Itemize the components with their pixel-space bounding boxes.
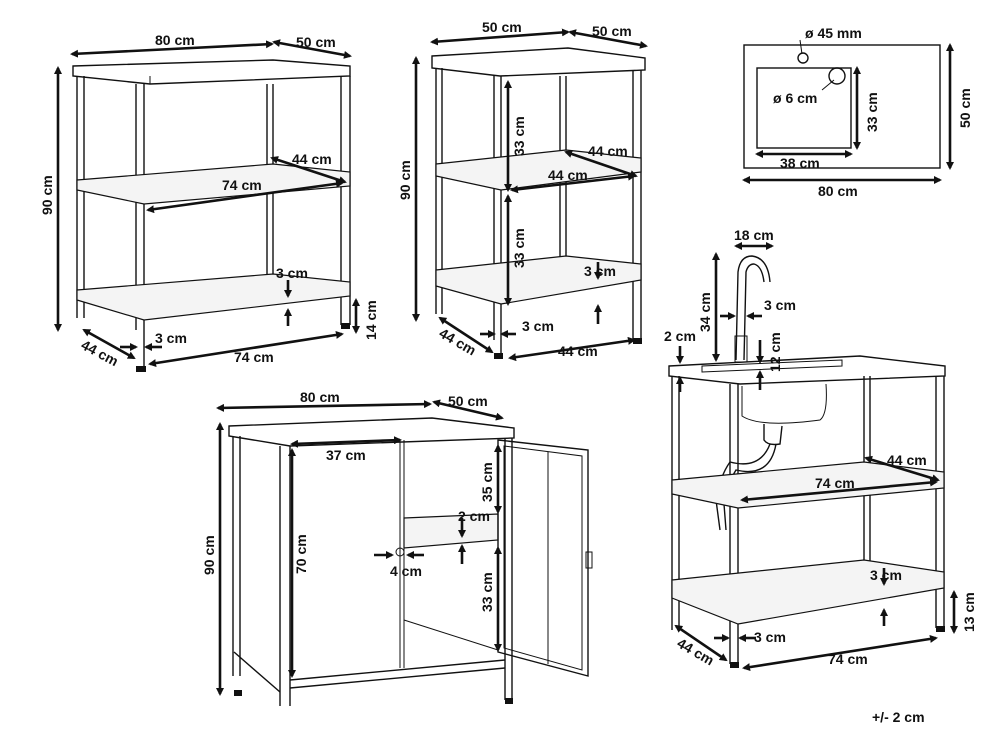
shelf-3tier-inner-width-label: 74 cm [222,177,262,193]
sink-unit-faucet-base-label: 3 cm [764,297,796,313]
cabinet-shelf-thickness-label: 2 cm [458,508,490,524]
cabinet-inner-height-label: 70 cm [293,534,309,574]
sink-unit-frame-label: 3 cm [754,629,786,645]
sink-top-width-label: 80 cm [818,183,858,199]
sink-top-hole-label: ø 45 mm [805,25,862,41]
sink-unit-faucet-height-label: 34 cm [697,292,713,332]
shelf-3tier-width-label: 80 cm [155,32,195,48]
shelf-3tier-bottom-width-label: 74 cm [234,349,274,365]
sink-top-view-dimensions: ø 45 mm ø 6 cm 33 cm 50 cm 38 cm 80 cm [742,25,973,199]
cabinet-hinge-label: 4 cm [390,563,422,579]
shelf-narrow-depth-label: 50 cm [592,23,632,39]
cabinet-lower-gap-label: 33 cm [479,572,495,612]
shelf-narrow-width-label: 50 cm [482,19,522,35]
shelf-3tier-foot-label: 14 cm [363,300,379,340]
shelf-3tier-side-label: 44 cm [79,337,122,370]
shelf-narrow-dimensions: 50 cm 50 cm 90 cm 33 cm 33 cm 44 cm 44 c… [397,19,648,362]
cabinet-dimensions: 80 cm 50 cm 90 cm 37 cm 70 cm 35 cm 2 cm… [201,389,504,696]
shelf-narrow-inner-width-label: 44 cm [548,167,588,183]
cabinet-drawing [228,417,593,706]
sink-unit-basin-label: 12 cm [767,332,783,372]
sink-top-view-drawing [743,39,941,169]
sink-unit-inner-depth-label: 44 cm [887,452,927,468]
shelf-3tier-dimensions: 80 cm 50 cm 90 cm 44 cm 74 cm 3 cm 14 cm… [39,32,379,369]
shelf-3tier-height-label: 90 cm [39,175,55,215]
shelf-narrow-bottom-width-label: 44 cm [558,343,598,359]
sink-unit-shelf-thickness-label: 3 cm [870,567,902,583]
tolerance-note: +/- 2 cm [872,709,925,725]
shelf-3tier-drawing [72,59,351,372]
sink-top-depth-label: 50 cm [957,88,973,128]
sink-top-basin-width-label: 38 cm [780,155,820,171]
sink-top-basin-depth-label: 33 cm [864,92,880,132]
cabinet-door-width-label: 37 cm [326,447,366,463]
shelf-narrow-upper-gap-label: 33 cm [511,116,527,156]
sink-unit-foot-label: 13 cm [961,592,977,632]
shelf-narrow-inner-depth-label: 44 cm [588,143,628,159]
shelf-narrow-frame-label: 3 cm [522,318,554,334]
shelf-3tier-inner-depth-label: 44 cm [292,151,332,167]
cabinet-upper-gap-label: 35 cm [479,462,495,502]
sink-unit-faucet-reach-label: 18 cm [734,227,774,243]
shelf-3tier-frame-label: 3 cm [155,330,187,346]
sink-unit-inner-width-label: 74 cm [815,475,855,491]
sink-unit-rim-label: 2 cm [664,328,696,344]
shelf-narrow-height-label: 90 cm [397,160,413,200]
shelf-narrow-shelf-thickness-label: 3 cm [584,263,616,279]
shelf-narrow-drawing [431,47,646,359]
cabinet-height-label: 90 cm [201,535,217,575]
shelf-narrow-lower-gap-label: 33 cm [511,228,527,268]
cabinet-width-label: 80 cm [300,389,340,405]
shelf-3tier-depth-label: 50 cm [296,34,336,50]
sink-top-faucet-hole-label: ø 6 cm [773,90,817,106]
sink-unit-bottom-width-label: 74 cm [828,651,868,667]
shelf-3tier-shelf-thickness-label: 3 cm [276,265,308,281]
cabinet-depth-label: 50 cm [448,393,488,409]
